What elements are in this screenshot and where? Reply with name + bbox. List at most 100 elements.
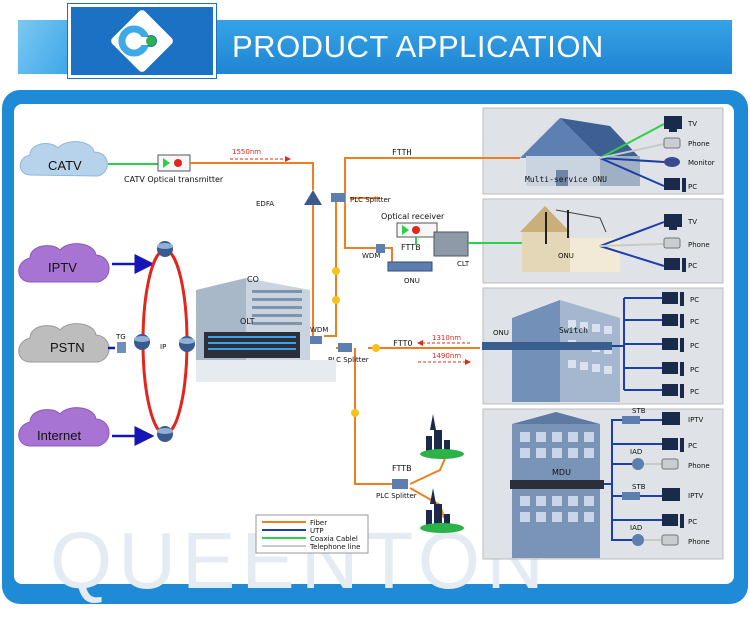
p3-pc-icon-3 (662, 338, 684, 352)
p1-monitor-label: Monitor (688, 159, 715, 167)
p2-phone-label: Phone (688, 241, 710, 249)
p3-pc-label-3: PC (690, 342, 699, 350)
p2-phone-icon (663, 237, 681, 249)
ftto-label: FTTO (393, 339, 412, 348)
router-left-icon (134, 334, 150, 350)
p4-pc-label-2: PC (688, 518, 697, 526)
p3-links (612, 297, 662, 391)
p3-pc-icon-5 (662, 384, 684, 398)
p4-iad-icon-1 (632, 458, 644, 470)
catv-transmitter-label: CATV Optical transmitter (124, 175, 224, 184)
p1-phone-label: Phone (688, 140, 710, 148)
p4-iptv-label-1: IPTV (688, 416, 704, 424)
router-right-icon (179, 336, 195, 352)
p4-pc-icon-1 (662, 438, 684, 452)
fiber-lines (190, 157, 520, 519)
wdm-main-label: WDM (310, 326, 328, 334)
p3-pc-label-1: PC (690, 296, 699, 304)
p4-links (604, 419, 662, 541)
p2-pc-label: PC (688, 262, 697, 270)
p4-stb-icon-2 (622, 492, 640, 500)
office-building (482, 300, 620, 402)
house-2 (520, 206, 620, 272)
wavelength-1490-label: 1490nm (432, 352, 461, 360)
fttb-bottom-label: FTTB (392, 464, 412, 473)
p4-phone-lines (644, 463, 662, 541)
olt-rack (204, 332, 300, 358)
legend-coax: Coaxia Cablel (310, 535, 358, 543)
mdu-rack (510, 480, 604, 489)
wavelength-1550-label: 1550nm (232, 148, 261, 156)
p1-monitor-icon (664, 157, 680, 167)
plc-splitter-mid-icon (338, 343, 352, 352)
edfa-label: EDFA (256, 200, 274, 208)
p4-iad-icon-2 (632, 534, 644, 546)
p3-pc-label-4: PC (690, 366, 699, 374)
plc-splitter-top-label: PLC Splitter (350, 196, 391, 204)
p3-switch-label: Switch (559, 326, 588, 335)
p1-tv-label: TV (687, 120, 697, 128)
p3-pc-label-5: PC (690, 388, 699, 396)
edfa-icon (304, 190, 322, 205)
legend: Fiber UTP Coaxia Cablel Telephone line (255, 514, 369, 554)
multi-service-onu-label: Multi-service ONU (525, 175, 607, 184)
mdu-label: MDU (552, 468, 571, 477)
p1-tv-icon (664, 116, 682, 132)
plc-splitter-bottom-label: PLC Splitter (376, 492, 417, 500)
p2-tv-label: TV (687, 218, 697, 226)
p4-iptv-icon-1 (662, 412, 680, 425)
router-top-icon (157, 241, 173, 257)
ftth-label: FTTH (392, 148, 411, 157)
p1-link-phone (599, 143, 665, 159)
optical-receiver-label: Optical receiver (381, 212, 445, 221)
internet-label: Internet (37, 428, 81, 443)
p3-onu-label: ONU (493, 329, 509, 337)
p4-iad-label-2: IAD (630, 524, 642, 532)
tg-gateway-icon (117, 342, 126, 353)
connector-4 (351, 409, 359, 417)
catv-label: CATV (48, 158, 82, 173)
co-label: CO (247, 275, 259, 284)
legend-utp: UTP (310, 527, 324, 535)
city-icon-top (420, 414, 464, 459)
cloud-iptv: IPTV (18, 243, 110, 283)
onu-small-icon (387, 261, 433, 272)
cloud-pstn: PSTN (18, 323, 110, 363)
wdm-small-label: WDM (362, 252, 380, 260)
p1-links-coax (599, 123, 665, 159)
p2-onu-label: ONU (558, 252, 574, 260)
p4-pc-icon-2 (662, 514, 684, 528)
olt-label: OLT (240, 317, 255, 326)
cloud-internet: Internet (18, 407, 110, 447)
p4-phone-label-2: Phone (688, 538, 710, 546)
connector-2 (332, 296, 340, 304)
clt-device-icon (433, 231, 469, 257)
city-icon-bottom (420, 488, 464, 533)
p2-pc-icon (664, 258, 686, 272)
p2-tv-icon (664, 214, 682, 230)
cloud-catv: CATV (19, 141, 108, 177)
p3-pc-label-2: PC (690, 318, 699, 326)
mdu-building (510, 412, 604, 558)
p4-phone-label-1: Phone (688, 462, 710, 470)
p1-phone-icon (663, 137, 681, 149)
legend-telephone: Telephone line (309, 543, 360, 551)
p4-stb-label-2: STB (632, 483, 646, 491)
connector-3 (372, 344, 380, 352)
tg-label: TG (115, 333, 126, 341)
p4-stb-label-1: STB (632, 407, 646, 415)
wdm-small-icon (376, 244, 385, 253)
p1-links-utp (599, 157, 665, 187)
plc-splitter-mid-label: PLC Splitter (328, 356, 369, 364)
wdm-main-icon (310, 336, 322, 344)
ip-label: IP (160, 343, 166, 351)
ftto-switch-rack (482, 342, 612, 350)
onu-small-label: ONU (404, 277, 420, 285)
pstn-label: PSTN (50, 340, 85, 355)
p3-pc-icon-2 (662, 314, 684, 328)
page-title: PRODUCT APPLICATION (232, 29, 604, 64)
p4-phone-icon-1 (661, 458, 679, 470)
co-building (196, 278, 336, 382)
p3-pc-icon-1 (662, 292, 684, 306)
